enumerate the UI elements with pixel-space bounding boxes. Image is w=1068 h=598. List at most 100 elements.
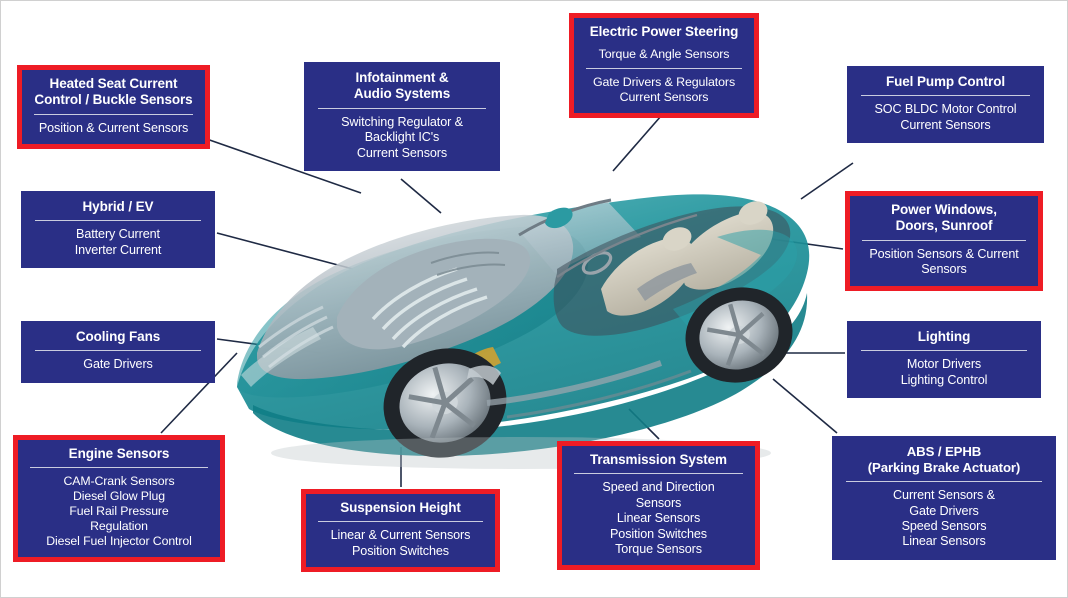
callout-fuel-pump-control[interactable]: Fuel Pump Control SOC BLDC Motor Control… xyxy=(847,66,1044,144)
body-line: Battery Current xyxy=(76,227,160,242)
title-line: Control / Buckle Sensors xyxy=(34,92,193,108)
connector-power-windows xyxy=(756,236,844,250)
title-line: Heated Seat Current xyxy=(49,76,178,91)
title-line: Torque & Angle Sensors xyxy=(598,47,730,62)
title-line: Fuel Pump Control xyxy=(885,74,1006,89)
body-line: Position Sensors & Current xyxy=(869,246,1019,261)
callout-body: Position Sensors & Current Sensors xyxy=(856,246,1032,279)
body-line: Sensors xyxy=(921,262,967,277)
callout-divider xyxy=(586,67,742,69)
callout-title: Fuel Pump Control xyxy=(855,73,1036,95)
callout-divider xyxy=(35,220,201,222)
connector-abs xyxy=(772,378,838,434)
callout-body: Battery Current Inverter Current xyxy=(29,226,207,259)
callout-title: Power Windows, Doors, Sunroof xyxy=(856,201,1032,240)
body-line: Linear Sensors xyxy=(902,534,986,549)
connector-transmission xyxy=(628,408,660,440)
callout-engine-sensors[interactable]: Engine Sensors CAM-Crank Sensors Diesel … xyxy=(13,435,225,563)
body-line: Speed Sensors xyxy=(901,518,987,533)
body-line: CAM-Crank Sensors xyxy=(63,474,175,489)
callout-transmission-system[interactable]: Transmission System Speed and Direction … xyxy=(557,441,760,571)
body-line: Current Sensors xyxy=(356,145,448,160)
title-line: Transmission System xyxy=(590,452,727,467)
title-line: Suspension Height xyxy=(340,500,461,515)
title-line: Lighting xyxy=(917,329,971,344)
callout-power-windows[interactable]: Power Windows, Doors, Sunroof Position S… xyxy=(845,191,1043,291)
callout-lighting[interactable]: Lighting Motor Drivers Lighting Control xyxy=(847,321,1041,399)
callout-divider xyxy=(30,467,208,469)
callout-body: Linear & Current Sensors Position Switch… xyxy=(312,527,489,560)
body-line: Motor Drivers xyxy=(906,357,982,372)
title-line: Hybrid / EV xyxy=(82,199,154,214)
callout-title: Heated Seat Current Control / Buckle Sen… xyxy=(28,75,199,114)
callout-divider xyxy=(318,521,483,523)
callout-body: CAM-Crank Sensors Diesel Glow Plug Fuel … xyxy=(24,473,214,550)
callout-body: Motor Drivers Lighting Control xyxy=(855,356,1033,389)
callout-body: Speed and Direction Sensors Linear Senso… xyxy=(568,479,749,558)
callout-body: Switching Regulator & Backlight IC's Cur… xyxy=(312,114,492,162)
body-line: Inverter Current xyxy=(74,242,162,257)
callout-title: Cooling Fans xyxy=(29,328,207,350)
callout-divider xyxy=(862,239,1026,241)
body-line: Fuel Rail Pressure xyxy=(69,504,169,519)
body-line: Position Switches xyxy=(352,543,449,558)
body-line: Backlight IC's xyxy=(364,130,440,145)
body-line: Position Switches xyxy=(610,526,707,541)
body-line: Position & Current Sensors xyxy=(38,120,189,135)
title-line: (Parking Brake Actuator) xyxy=(867,460,1021,476)
callout-hybrid-ev[interactable]: Hybrid / EV Battery Current Inverter Cur… xyxy=(21,191,215,269)
callout-divider xyxy=(846,481,1042,483)
connector-infotainment xyxy=(400,178,442,214)
callout-title: Transmission System xyxy=(568,451,749,473)
body-line: SOC BLDC Motor Control xyxy=(874,102,1017,117)
title-line: Engine Sensors xyxy=(68,446,170,461)
body-line: Regulation xyxy=(90,519,148,534)
body-line: Current Sensors & xyxy=(893,488,995,503)
callout-heated-seat[interactable]: Heated Seat Current Control / Buckle Sen… xyxy=(17,65,210,150)
callout-electric-power-steering[interactable]: Electric Power Steering Torque & Angle S… xyxy=(569,13,759,118)
callout-title: Infotainment & Audio Systems xyxy=(312,69,492,108)
callout-divider xyxy=(34,113,193,115)
body-line: Current Sensors xyxy=(619,89,709,104)
title-line: ABS / EPHB xyxy=(906,444,982,459)
callout-divider xyxy=(574,473,743,475)
body-line: Gate Drivers xyxy=(909,503,979,518)
callout-title: Suspension Height xyxy=(312,499,489,521)
connector-hybrid-ev xyxy=(216,232,354,270)
body-line: Switching Regulator & xyxy=(341,114,463,129)
title-line: Electric Power Steering xyxy=(589,24,739,39)
title-line: Cooling Fans xyxy=(75,329,161,344)
callout-title: Lighting xyxy=(855,328,1033,350)
body-line: Gate Drivers xyxy=(83,357,153,372)
callout-divider xyxy=(35,350,201,352)
callout-infotainment[interactable]: Infotainment & Audio Systems Switching R… xyxy=(304,62,500,172)
callout-body: Gate Drivers xyxy=(29,356,207,373)
callout-divider xyxy=(861,95,1030,97)
connector-eps xyxy=(612,115,662,172)
callout-title: Electric Power Steering Torque & Angle S… xyxy=(580,23,748,68)
callout-suspension-height[interactable]: Suspension Height Linear & Current Senso… xyxy=(301,489,500,573)
callout-cooling-fans[interactable]: Cooling Fans Gate Drivers xyxy=(21,321,215,383)
body-line: Current Sensors xyxy=(900,117,991,132)
body-line: Gate Drivers & Regulators xyxy=(592,74,736,89)
callout-body: Gate Drivers & Regulators Current Sensor… xyxy=(580,74,748,106)
callout-body: Position & Current Sensors xyxy=(28,120,199,137)
body-line: Speed and Direction xyxy=(602,480,715,495)
body-line: Diesel Fuel Injector Control xyxy=(46,534,192,549)
callout-abs-ephb[interactable]: ABS / EPHB (Parking Brake Actuator) Curr… xyxy=(832,436,1056,560)
callout-body: SOC BLDC Motor Control Current Sensors xyxy=(855,101,1036,134)
title-line: Power Windows, xyxy=(891,202,997,217)
body-line: Linear Sensors xyxy=(616,511,701,526)
callout-divider xyxy=(318,107,486,109)
title-line: Audio Systems xyxy=(353,86,451,102)
body-line: Lighting Control xyxy=(900,372,988,387)
body-line: Torque Sensors xyxy=(615,541,702,556)
body-line: Linear & Current Sensors xyxy=(330,528,471,543)
callout-title: Hybrid / EV xyxy=(29,198,207,220)
body-line: Diesel Glow Plug xyxy=(72,489,166,504)
body-line: Sensors xyxy=(635,495,682,510)
title-line: Infotainment & xyxy=(355,70,449,85)
callout-title: ABS / EPHB (Parking Brake Actuator) xyxy=(840,443,1048,481)
callout-body: Current Sensors & Gate Drivers Speed Sen… xyxy=(840,487,1048,550)
